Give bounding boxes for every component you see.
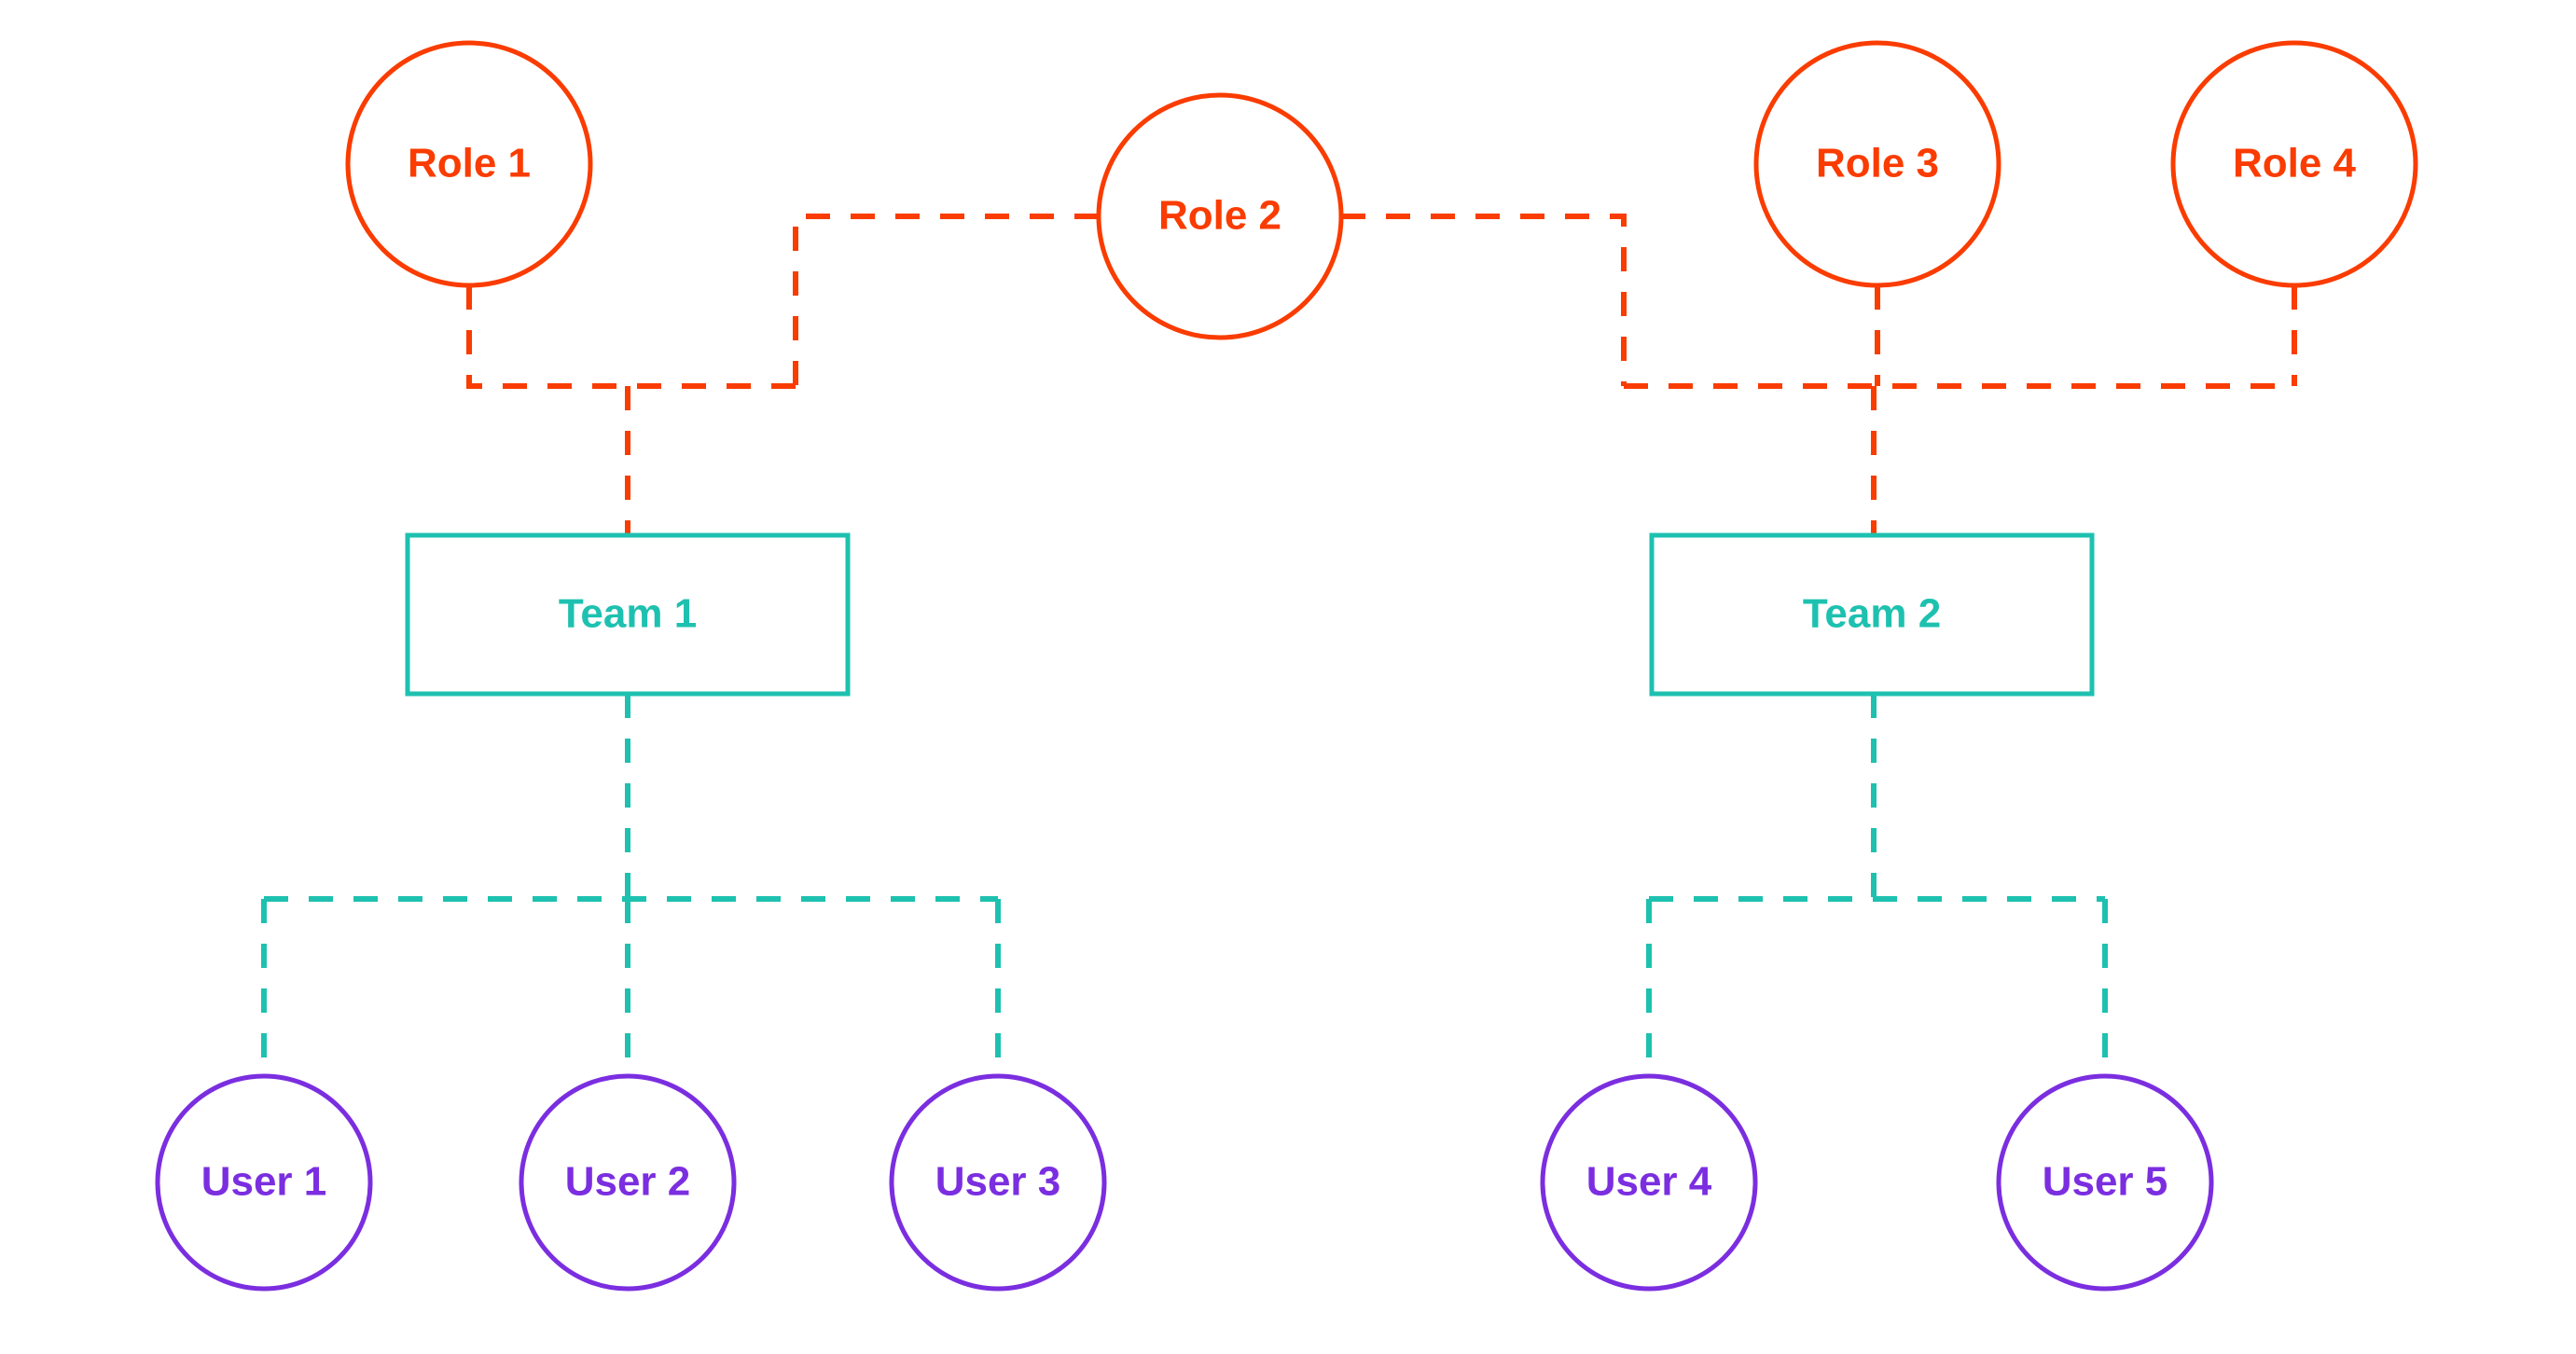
team-2-box[interactable]: [1649, 532, 2095, 697]
role-1-circle[interactable]: [345, 40, 593, 288]
edge-role1-to-team1: [466, 285, 796, 389]
user-2-circle[interactable]: [519, 1073, 737, 1292]
team-2-label: Team 2: [1803, 591, 1941, 637]
team-to-user-edges: [261, 694, 2108, 1076]
role-2-label: Role 2: [1158, 193, 1281, 239]
node-user-5[interactable]: User 5: [1996, 1073, 2214, 1292]
user-nodes: User 1 User 2 User 3 User 4 User 5: [155, 1073, 2214, 1292]
user-1-label: User 1: [201, 1159, 327, 1205]
team-1-box[interactable]: [405, 532, 851, 697]
node-user-4[interactable]: User 4: [1540, 1073, 1758, 1292]
role-2-circle[interactable]: [1096, 92, 1344, 340]
node-role-4[interactable]: Role 4: [2170, 40, 2418, 288]
node-team-1[interactable]: Team 1: [405, 532, 851, 697]
user-3-circle[interactable]: [889, 1073, 1107, 1292]
edge-role2-to-team1: [793, 214, 1099, 386]
role-4-label: Role 4: [2233, 141, 2357, 187]
team-nodes: Team 1 Team 2: [405, 532, 2095, 697]
role-3-circle[interactable]: [1753, 40, 2001, 288]
user-1-circle[interactable]: [155, 1073, 373, 1292]
node-user-3[interactable]: User 3: [889, 1073, 1107, 1292]
role-4-circle[interactable]: [2170, 40, 2418, 288]
role-1-label: Role 1: [408, 141, 531, 187]
role-3-label: Role 3: [1816, 141, 1939, 187]
node-user-2[interactable]: User 2: [519, 1073, 737, 1292]
user-3-label: User 3: [935, 1159, 1061, 1205]
node-user-1[interactable]: User 1: [155, 1073, 373, 1292]
user-2-label: User 2: [565, 1159, 691, 1205]
edge-role2-to-team2: [1341, 214, 1627, 386]
user-5-label: User 5: [2043, 1159, 2168, 1205]
node-team-2[interactable]: Team 2: [1649, 532, 2095, 697]
node-role-3[interactable]: Role 3: [1753, 40, 2001, 288]
user-4-label: User 4: [1586, 1159, 1712, 1205]
node-role-2[interactable]: Role 2: [1096, 92, 1344, 340]
role-to-team-edges: [466, 214, 2297, 535]
node-role-1[interactable]: Role 1: [345, 40, 593, 288]
user-5-circle[interactable]: [1996, 1073, 2214, 1292]
user-4-circle[interactable]: [1540, 1073, 1758, 1292]
role-nodes: Role 1 Role 2 Role 3 Role 4: [345, 40, 2418, 340]
team-1-label: Team 1: [559, 591, 697, 637]
